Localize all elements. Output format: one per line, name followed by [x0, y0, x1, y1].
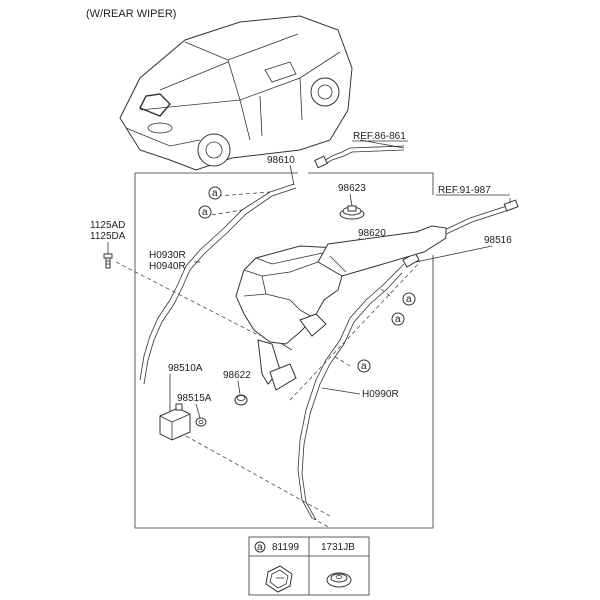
- ref-front-tube: [314, 139, 405, 169]
- legend-key-a: a: [254, 541, 266, 553]
- legend-part-1731jb: 1731JB: [321, 542, 355, 553]
- rear-hose-outer: [301, 272, 403, 521]
- svg-text:a: a: [202, 207, 208, 218]
- label-98516: 98516: [484, 235, 512, 246]
- label-98622: 98622: [223, 370, 251, 381]
- frame-body: [134, 173, 434, 529]
- callout-a-2: a: [198, 205, 212, 219]
- diagram-title: (W/REAR WIPER): [86, 8, 176, 20]
- label-h0990r: H0990R: [362, 389, 399, 400]
- cap-98623: [339, 205, 365, 220]
- label-h0930r: H0930R: [149, 250, 186, 261]
- reservoir-98620: [235, 225, 447, 391]
- leader-98623: [349, 193, 353, 207]
- dash-bolt: [115, 261, 261, 337]
- front-hose: [139, 183, 295, 381]
- dash-a3: [379, 287, 391, 297]
- callout-a-1: a: [208, 186, 222, 200]
- part-98622: [234, 394, 248, 406]
- callout-a-5: a: [357, 359, 371, 373]
- callout-a-4: a: [391, 312, 405, 326]
- label-98610: 98610: [267, 155, 295, 166]
- frame-top-right: [308, 172, 434, 195]
- ref-front-label: REF.86-861: [353, 131, 406, 142]
- legend-table: [248, 536, 370, 596]
- leader-98622: [237, 380, 241, 395]
- rear-hose-end: [311, 517, 331, 529]
- grommet-98515a: [195, 417, 207, 427]
- leader-98516: [415, 245, 493, 263]
- label-98620: 98620: [358, 228, 386, 239]
- svg-text:a: a: [361, 361, 367, 372]
- label-98510a: 98510A: [168, 363, 203, 374]
- ref-rear-label: REF.91-987: [438, 185, 491, 196]
- svg-text:a: a: [212, 188, 218, 199]
- bolt-1125ad: [103, 253, 113, 269]
- clip-81199-icon: [265, 565, 293, 593]
- dash-a1: [204, 209, 243, 217]
- label-98515a: 98515A: [177, 393, 212, 404]
- dash-hose-link: [289, 261, 421, 401]
- car-illustration: [119, 15, 353, 171]
- leader-98610: [289, 164, 295, 186]
- legend-part-81199: 81199: [272, 542, 300, 553]
- callout-a-3: a: [402, 292, 416, 306]
- svg-text:a: a: [406, 294, 412, 305]
- grommet-1731jb-icon: [326, 572, 352, 588]
- label-1125ad: 1125AD: [90, 220, 125, 231]
- leader-h0990r: [321, 387, 361, 395]
- pump-98510a: [159, 403, 191, 441]
- svg-text:a: a: [257, 542, 263, 553]
- dash-a4: [333, 355, 351, 367]
- dash-pump-down: [185, 435, 331, 517]
- dash-a2: [217, 191, 271, 197]
- label-1125da: 1125DA: [90, 231, 126, 242]
- front-hose-outer: [143, 187, 297, 385]
- rear-hose: [297, 269, 399, 519]
- leader-98515a: [195, 403, 201, 419]
- label-h0940r: H0940R: [149, 261, 186, 272]
- label-98623: 98623: [338, 183, 366, 194]
- svg-text:a: a: [395, 314, 401, 325]
